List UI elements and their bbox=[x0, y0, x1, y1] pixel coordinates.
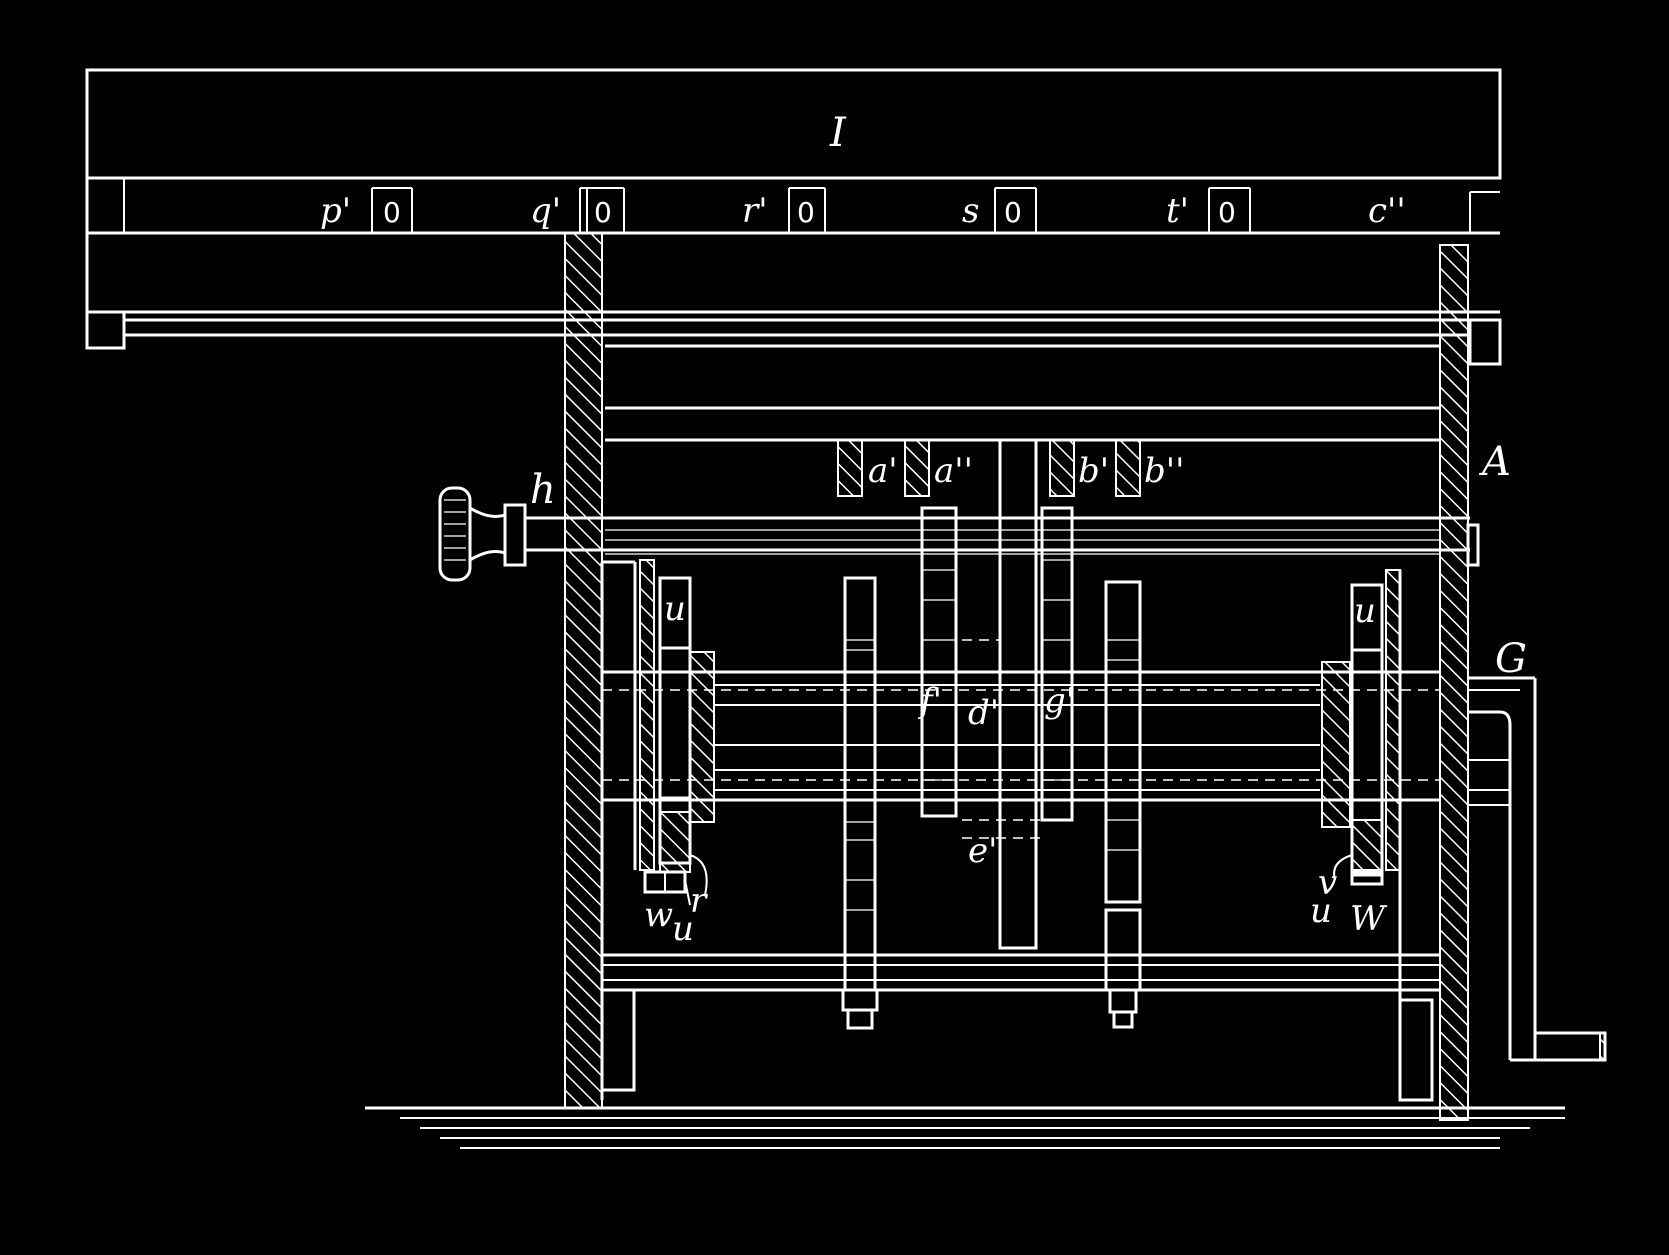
label-u-left: u bbox=[664, 589, 686, 629]
label-G: G bbox=[1495, 636, 1527, 682]
label-d1: d' bbox=[968, 693, 999, 733]
crank-g bbox=[1468, 676, 1607, 1062]
stop-pins bbox=[837, 439, 1141, 497]
right-gear-assembly bbox=[1321, 583, 1384, 886]
label-c2: c'' bbox=[1368, 191, 1406, 231]
label-r-left: r bbox=[690, 881, 708, 921]
label-zero-q: 0 bbox=[594, 196, 612, 229]
label-u-right-low: u bbox=[1310, 891, 1332, 931]
label-e1: e' bbox=[968, 831, 997, 871]
label-w-right: W bbox=[1350, 899, 1388, 939]
left-frame-post bbox=[564, 232, 603, 1109]
upper-bars bbox=[85, 310, 1502, 442]
label-zero-p: 0 bbox=[383, 196, 401, 229]
base bbox=[365, 1106, 1565, 1149]
label-I: I bbox=[829, 110, 847, 156]
labels: I p' 0 q' 0 r' 0 s 0 t' 0 c'' A h a' a''… bbox=[320, 110, 1527, 949]
label-zero-r: 0 bbox=[797, 196, 815, 229]
top-beam bbox=[85, 68, 1502, 348]
label-b2: b'' bbox=[1144, 451, 1184, 491]
bottom-shaft bbox=[602, 953, 1440, 992]
label-b1: b' bbox=[1078, 451, 1109, 491]
label-A: A bbox=[1478, 439, 1511, 485]
inner-right-frame bbox=[1385, 569, 1434, 1102]
middle-shaft bbox=[602, 670, 1440, 802]
label-f1: f' bbox=[917, 681, 942, 721]
label-t1: t' bbox=[1166, 191, 1189, 231]
label-a2: a'' bbox=[934, 451, 973, 491]
label-q1: q' bbox=[530, 191, 561, 231]
label-w-left: w bbox=[644, 895, 673, 935]
label-u-right: u bbox=[1354, 591, 1376, 631]
wheel-left-tall bbox=[841, 576, 879, 1030]
wheel-f bbox=[920, 506, 958, 818]
label-zero-t: 0 bbox=[1218, 196, 1236, 229]
left-gear-assembly bbox=[643, 576, 715, 906]
label-v-right: v bbox=[1318, 863, 1337, 903]
label-a1: a' bbox=[868, 451, 898, 491]
counter-strip bbox=[87, 178, 1500, 235]
label-s: s bbox=[962, 191, 979, 231]
label-u-left-low: u bbox=[672, 909, 694, 949]
wheel-d bbox=[962, 438, 1040, 950]
label-h: h bbox=[530, 467, 556, 513]
wheel-right-tall bbox=[1104, 580, 1142, 1029]
label-r1: r' bbox=[742, 191, 768, 231]
label-g1: g' bbox=[1044, 681, 1075, 721]
right-frame-post bbox=[1439, 244, 1469, 1121]
inner-left-frame bbox=[600, 559, 655, 1100]
label-p1: p' bbox=[320, 191, 351, 231]
knob-h bbox=[438, 486, 527, 582]
label-zero-s: 0 bbox=[1004, 196, 1022, 229]
wheel-g bbox=[1040, 506, 1074, 822]
